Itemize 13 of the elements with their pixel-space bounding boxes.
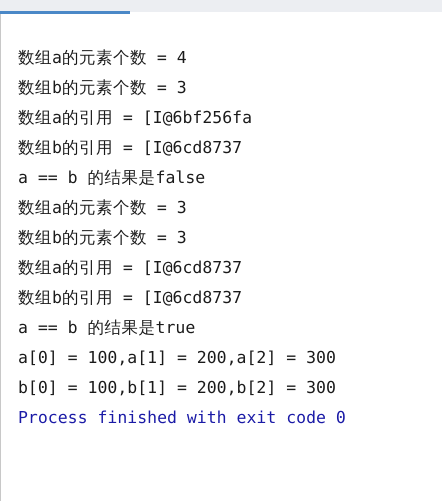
console-output-line: a == b 的结果是false — [18, 167, 206, 189]
exit-message: Process finished with exit code 0 — [18, 407, 346, 429]
console-output-line: a[0] = 100,a[1] = 200,a[2] = 300 — [18, 347, 336, 369]
console-output-line: 数组a的引用 = [I@6bf256fa — [18, 107, 252, 129]
console-output-line: 数组b的元素个数 = 3 — [18, 227, 187, 249]
console-output-line: a == b 的结果是true — [18, 317, 196, 339]
console-output-line: 数组b的引用 = [I@6cd8737 — [18, 287, 242, 309]
console-output-line: 数组b的元素个数 = 3 — [18, 77, 187, 99]
console-output-line: 数组a的元素个数 = 3 — [18, 197, 187, 219]
console-output-line: 数组a的引用 = [I@6cd8737 — [18, 257, 242, 279]
console-output-line: b[0] = 100,b[1] = 200,b[2] = 300 — [18, 377, 336, 399]
console-output-line: 数组b的引用 = [I@6cd8737 — [18, 137, 242, 159]
console-output-line: 数组a的元素个数 = 4 — [18, 47, 187, 69]
